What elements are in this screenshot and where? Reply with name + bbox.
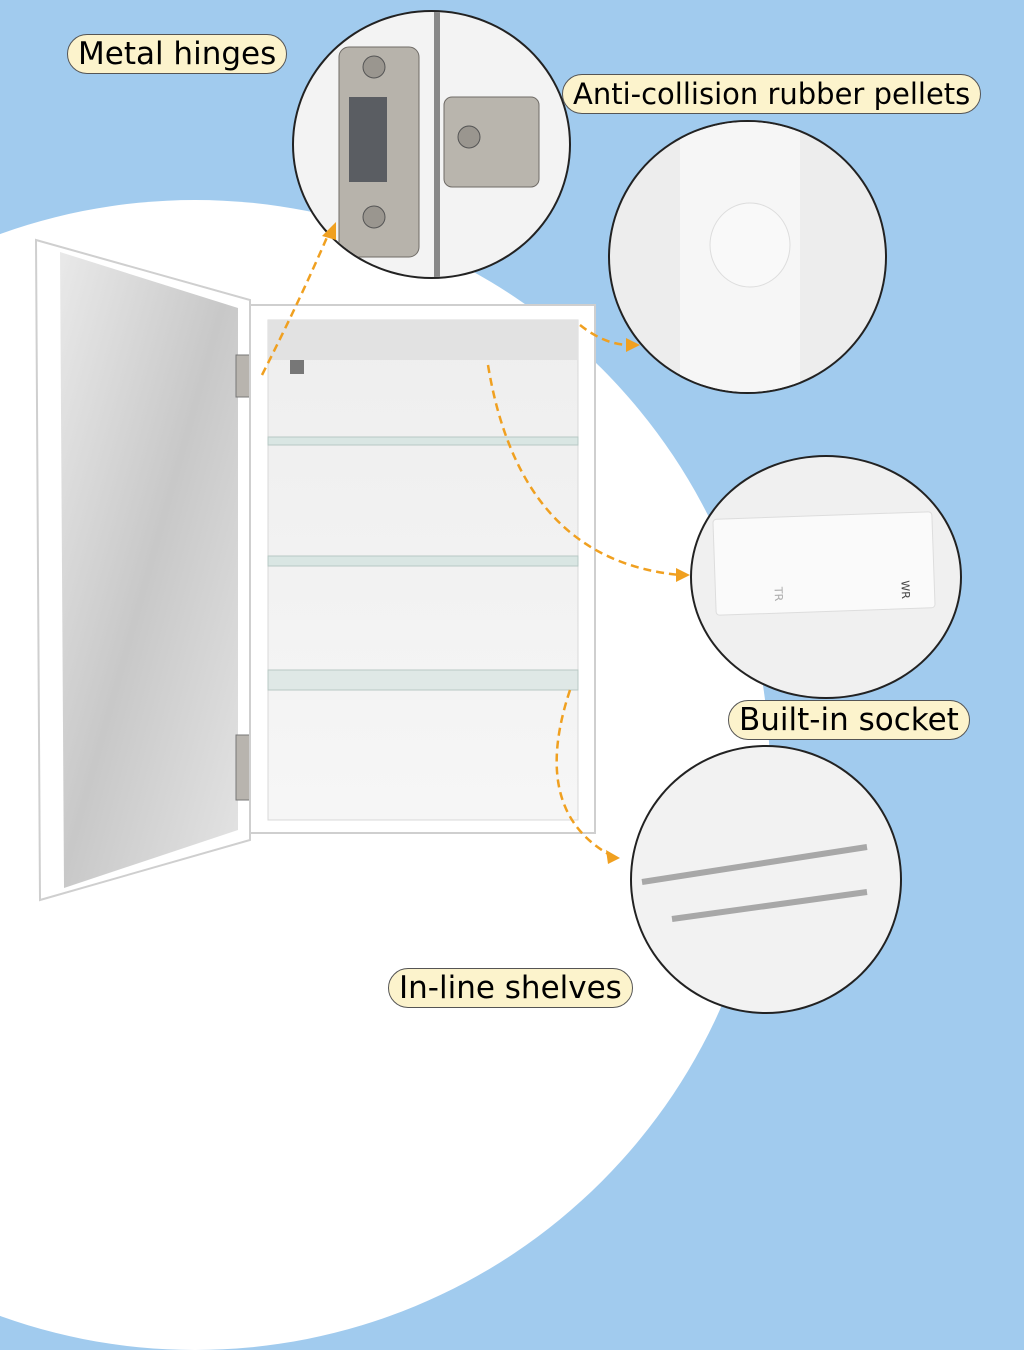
label-built-in-socket: Built-in socket — [728, 700, 970, 740]
shelf-detail-circle — [630, 745, 902, 1014]
hinge-detail-circle — [292, 10, 571, 279]
callout-arrows — [260, 222, 690, 864]
rubber-pellet-detail-circle — [608, 120, 887, 394]
hinge-photo — [338, 12, 540, 277]
label-anti-collision-pellets: Anti-collision rubber pellets — [562, 74, 982, 114]
medicine-cabinet-image — [34, 238, 596, 902]
label-metal-hinges: Metal hinges — [67, 34, 288, 74]
shelf-photo — [641, 844, 868, 922]
socket-detail-circle: TR WR — [690, 455, 962, 699]
label-in-line-shelves: In-line shelves — [388, 968, 633, 1008]
rubber-pellet-photo — [680, 122, 800, 392]
